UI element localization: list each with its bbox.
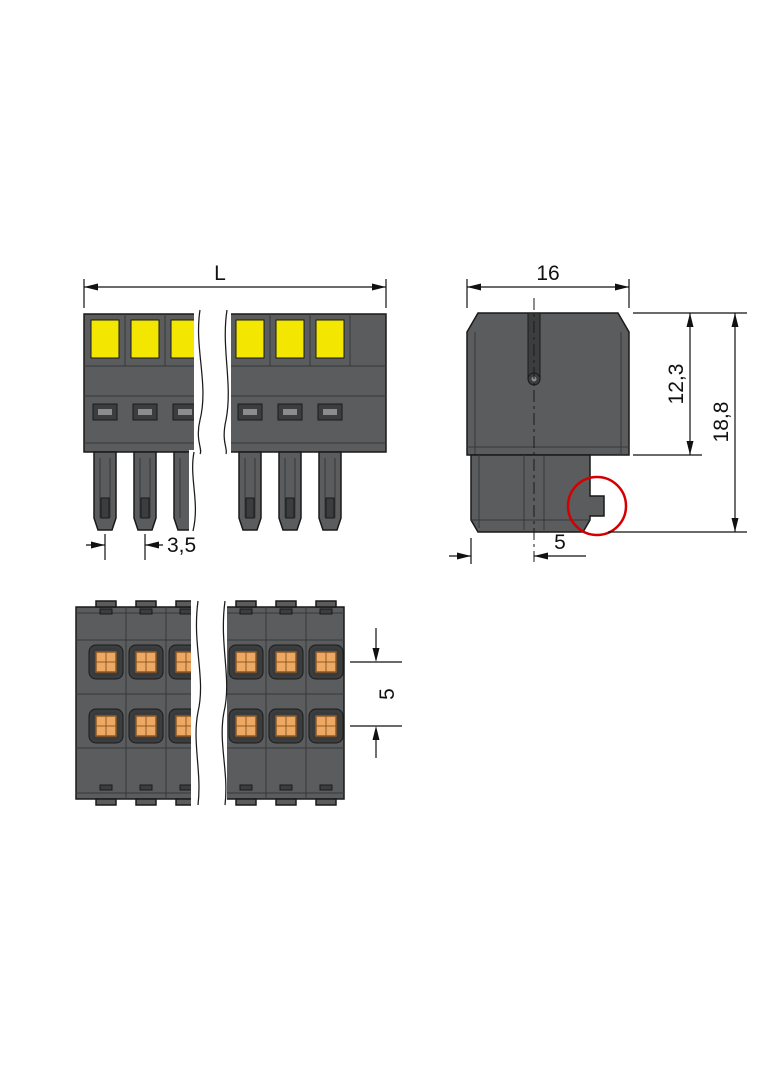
contact-cell (128, 644, 164, 680)
break-lines (189, 306, 231, 538)
edge-slots (99, 608, 333, 791)
dim-label-foot-offset: 5 (554, 531, 566, 554)
bottom-view: 5 (75, 597, 402, 809)
contact-cell (128, 708, 164, 744)
dimension-total-height: 18,8 (608, 313, 747, 533)
pin-leg (278, 451, 302, 531)
pin-leg (93, 451, 117, 531)
pin-legs (93, 451, 342, 531)
latch-tabs (95, 600, 337, 806)
dimension-row-pitch: 5 (350, 628, 402, 758)
break-lines (191, 597, 228, 809)
dimension-pitch: 3,5 (86, 534, 196, 560)
dimension-body-height: 12,3 (633, 312, 747, 456)
contact-cell (268, 708, 304, 744)
contact-cell (308, 708, 344, 744)
connector-housing-side (466, 312, 630, 456)
contact-cell (268, 644, 304, 680)
contact-cell (88, 644, 124, 680)
pin-leg (318, 451, 342, 531)
dim-label-total-height: 18,8 (710, 402, 733, 443)
contact-cell (228, 644, 264, 680)
contact-cell (308, 644, 344, 680)
conductor-entries (92, 403, 343, 421)
front-view: L (83, 262, 387, 560)
pin-block-side (470, 454, 605, 533)
dim-label-pitch: 3,5 (167, 534, 196, 557)
dimension-width: 16 (466, 262, 630, 308)
dimension-foot-offset: 5 (449, 531, 586, 564)
pin-leg (238, 451, 262, 531)
dim-label-row-pitch: 5 (376, 688, 399, 700)
dim-label-length: L (214, 262, 226, 285)
pin-leg (133, 451, 157, 531)
dimension-length-L: L (83, 262, 387, 308)
dim-label-width: 16 (536, 262, 559, 285)
contact-cell (88, 708, 124, 744)
dim-label-body-height: 12,3 (665, 364, 688, 405)
actuation-openings (90, 319, 345, 359)
side-view: 16 12 (449, 262, 747, 564)
contact-cell (228, 708, 264, 744)
detail-highlight-circle (566, 475, 628, 537)
